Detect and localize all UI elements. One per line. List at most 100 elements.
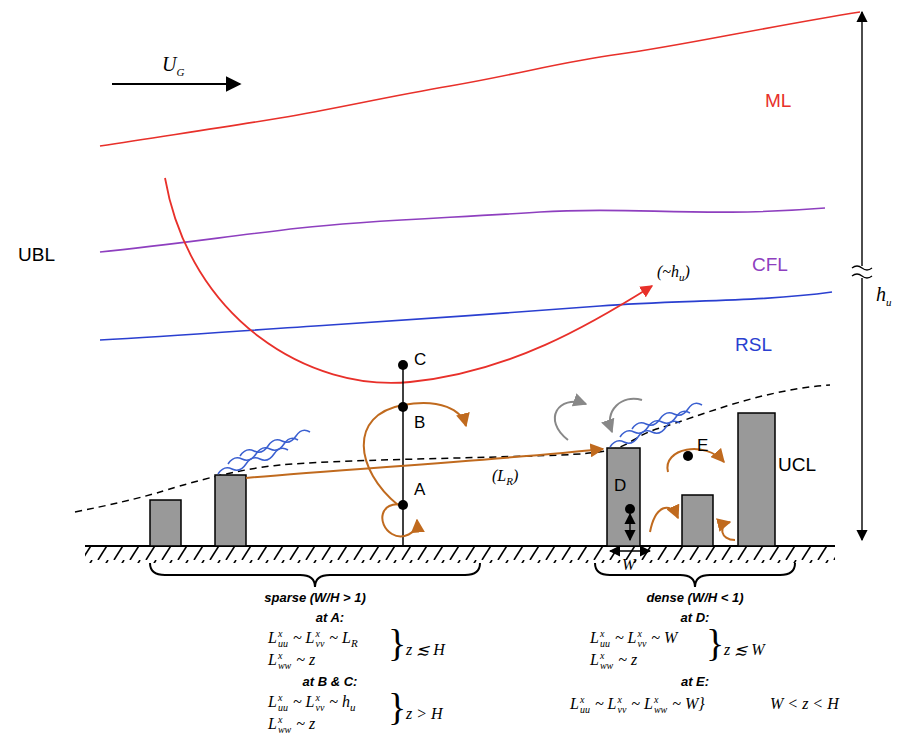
formula: ~ L: [329, 629, 351, 646]
formula-brace: }: [388, 686, 406, 728]
case-heading: at D:: [681, 610, 710, 625]
formula-brace: }: [388, 622, 406, 664]
superscript: x: [278, 629, 288, 640]
depth-symbol: h: [876, 283, 886, 305]
formula: ~ W}: [672, 695, 704, 712]
scale-symbol: (~h: [657, 263, 679, 280]
ground-line: [85, 545, 835, 547]
text-group: D: [614, 476, 626, 496]
formula: L: [268, 651, 277, 668]
point-label: A: [414, 480, 425, 499]
formula: L: [590, 651, 599, 668]
formula: ~ z: [296, 715, 315, 732]
text-group: z ≲ H: [406, 640, 445, 659]
formula-condition: W < z < H: [770, 695, 839, 712]
formula: L: [268, 629, 277, 646]
text-group: C: [414, 350, 426, 370]
rsl-top-line: [100, 292, 832, 340]
profile-line: [402, 365, 404, 546]
subscript: uu: [278, 639, 288, 650]
layer-label: UBL: [18, 244, 55, 265]
text-group: z ≲ W: [724, 640, 765, 659]
axis-break: [852, 266, 872, 278]
formula: ~ L: [631, 695, 653, 712]
formula: ~ L: [293, 693, 315, 710]
width-arrow: [610, 550, 650, 551]
formula-condition: z ≲ W: [724, 641, 765, 658]
points: [398, 360, 693, 514]
text-group: UBL: [18, 244, 55, 267]
large-eddy: [165, 178, 652, 383]
index-stack: xww: [278, 651, 291, 672]
text-group: E: [697, 436, 708, 456]
wind-symbol: U: [162, 53, 176, 75]
subscript: ww: [654, 705, 667, 716]
case-heading: at A:: [316, 610, 344, 625]
text-group: CFL: [752, 254, 788, 277]
ucl-top-line: [75, 385, 830, 512]
text-group: }: [706, 624, 724, 662]
group-label: dense (W/H < 1): [646, 590, 743, 605]
point-label: E: [697, 436, 708, 455]
subscript: ww: [600, 661, 613, 672]
text-group: }: [388, 624, 406, 662]
index-stack: xww: [278, 715, 291, 736]
formula-brace: }: [706, 622, 724, 664]
text-group: W: [622, 555, 635, 574]
formula-subscript: R: [351, 637, 358, 649]
formula: ~ z: [296, 651, 315, 668]
subscript: uu: [278, 703, 288, 714]
text-group: B: [414, 413, 425, 433]
subscript: vv: [617, 705, 626, 716]
formula: ~ L: [615, 629, 637, 646]
text-group: Lxuu~ Lxvv~ Lxww~ W}: [570, 694, 705, 716]
superscript: x: [315, 629, 324, 640]
text-group: A: [414, 480, 425, 500]
superscript: x: [315, 693, 324, 704]
scale-symbol: ): [513, 467, 518, 484]
text-group: Lxuu~ Lxvv~ W: [590, 628, 677, 650]
text-group: Lxww ~ z: [268, 650, 315, 672]
wind-symbol-subscript: G: [176, 66, 184, 78]
cfl-top-line: [100, 208, 825, 252]
superscript: x: [278, 651, 291, 662]
index-stack: xvv: [617, 695, 626, 716]
formula-condition: z ≲ H: [406, 641, 445, 658]
formula: L: [268, 693, 277, 710]
text-group: (~hu): [657, 262, 690, 284]
superscript: x: [617, 695, 626, 706]
formula: ~ L: [293, 629, 315, 646]
subscript: ww: [278, 725, 291, 736]
text-group: hu: [876, 282, 892, 309]
formula-subscript: u: [350, 701, 356, 713]
dimension-label: W: [622, 556, 635, 573]
text-group: dense (W/H < 1): [646, 590, 743, 606]
index-stack: xuu: [278, 693, 288, 714]
index-stack: xvv: [637, 629, 646, 650]
text-group: Lxww ~ z: [268, 714, 315, 736]
superscript: x: [600, 629, 610, 640]
text-group: Lxww~ z: [590, 650, 637, 672]
case-heading: at B & C:: [303, 674, 358, 689]
layer-label: ML: [765, 90, 791, 111]
text-group: Lxuu~ Lxvv~ LR: [268, 628, 358, 650]
formula: L: [268, 715, 277, 732]
text-group: UCL: [778, 454, 816, 477]
height-arrow: [629, 514, 630, 540]
formula: L: [570, 695, 579, 712]
group-label: sparse (W/H > 1): [264, 590, 366, 605]
superscript: x: [654, 695, 667, 706]
layer-label: RSL: [735, 334, 772, 355]
layer-label: UCL: [778, 454, 816, 475]
index-stack: xuu: [278, 629, 288, 650]
text-group: at E:: [681, 674, 709, 690]
case-heading: at E:: [681, 674, 709, 689]
point-label: D: [614, 476, 626, 495]
index-stack: xuu: [580, 695, 590, 716]
index-stack: xww: [600, 651, 613, 672]
wind-arrow: [112, 83, 240, 85]
subscript: uu: [580, 705, 590, 716]
index-stack: xuu: [600, 629, 610, 650]
